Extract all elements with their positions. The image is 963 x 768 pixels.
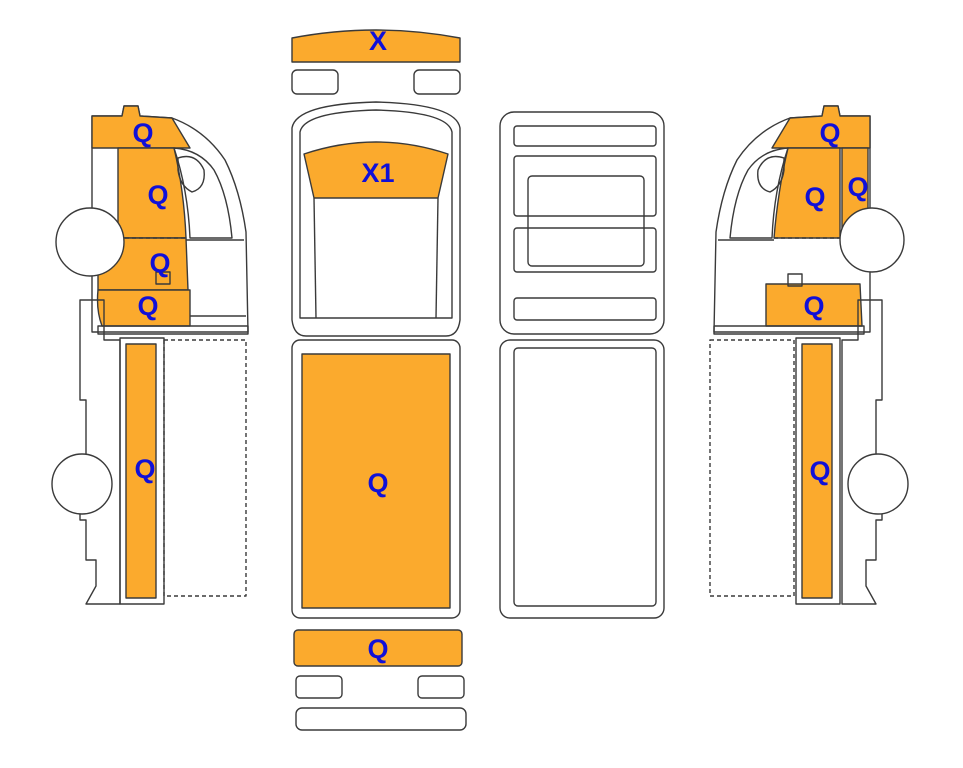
right-mirror: [757, 155, 785, 193]
right-door-handle: [787, 273, 803, 287]
cab-top-outline: [291, 101, 461, 337]
left-sill-label: Q: [137, 291, 158, 321]
right-rear-wheel: [847, 453, 909, 515]
top-view: [291, 29, 467, 731]
windshield-base-r: [435, 197, 439, 319]
left-rear-wheel: [51, 453, 113, 515]
right-box-side-label: Q: [809, 456, 830, 486]
left-headlight: [291, 69, 339, 95]
right-front-door-label: Q: [804, 182, 825, 212]
left-front-door-label: Q: [147, 180, 168, 210]
left-cab-base: [97, 325, 249, 335]
left-box-dashed: [163, 339, 247, 597]
right-cab-top-label: Q: [819, 118, 840, 148]
cab-top-inner: [299, 109, 453, 319]
left-box-side-panel: [125, 343, 157, 599]
right-side-view: [709, 105, 909, 605]
underside-view: [499, 111, 665, 619]
right-front-wheel: [839, 207, 905, 273]
left-side-view: [51, 105, 249, 605]
windshield-label: X1: [361, 158, 394, 188]
underside-rail-top: [513, 125, 657, 147]
left-taillight: [295, 675, 343, 699]
bed-outline: [291, 339, 461, 619]
roof-label: Q: [367, 468, 388, 498]
front-bumper: [291, 29, 461, 63]
windshield: [303, 141, 449, 199]
right-headlight: [413, 69, 461, 95]
left-door-handle: [155, 271, 171, 285]
right-frame: [841, 299, 883, 605]
underside-bed-inner: [513, 347, 657, 607]
left-mirror: [177, 155, 205, 193]
underside-block-2: [513, 227, 657, 273]
underside-bed: [499, 339, 665, 619]
windshield-base-l: [313, 197, 317, 319]
rear-bumper-label: Q: [367, 634, 388, 664]
right-box-dashed: [709, 339, 795, 597]
underside-block-inner: [527, 175, 645, 267]
right-cab-base: [713, 325, 865, 335]
right-sill-label: Q: [803, 291, 824, 321]
right-taillight: [417, 675, 465, 699]
left-front-wheel: [55, 207, 125, 277]
right-door-edge-label: Q: [847, 172, 868, 202]
right-cab-window: [729, 147, 789, 239]
left-box-side-outer: [119, 337, 165, 605]
rear-bumper: [293, 629, 463, 667]
underside-cab: [499, 111, 665, 335]
left-frame: [79, 299, 121, 605]
right-box-side-panel: [801, 343, 833, 599]
right-box-side-outer: [795, 337, 841, 605]
left-box-side-label: Q: [134, 454, 155, 484]
left-door-lower-label: Q: [149, 248, 170, 278]
underside-block: [513, 155, 657, 217]
left-cab-window: [173, 147, 233, 239]
left-cab-top-label: Q: [132, 118, 153, 148]
front-bumper-label: X: [369, 26, 387, 56]
roof-panel: [301, 353, 451, 609]
rear-step: [295, 707, 467, 731]
underside-rail: [513, 297, 657, 321]
